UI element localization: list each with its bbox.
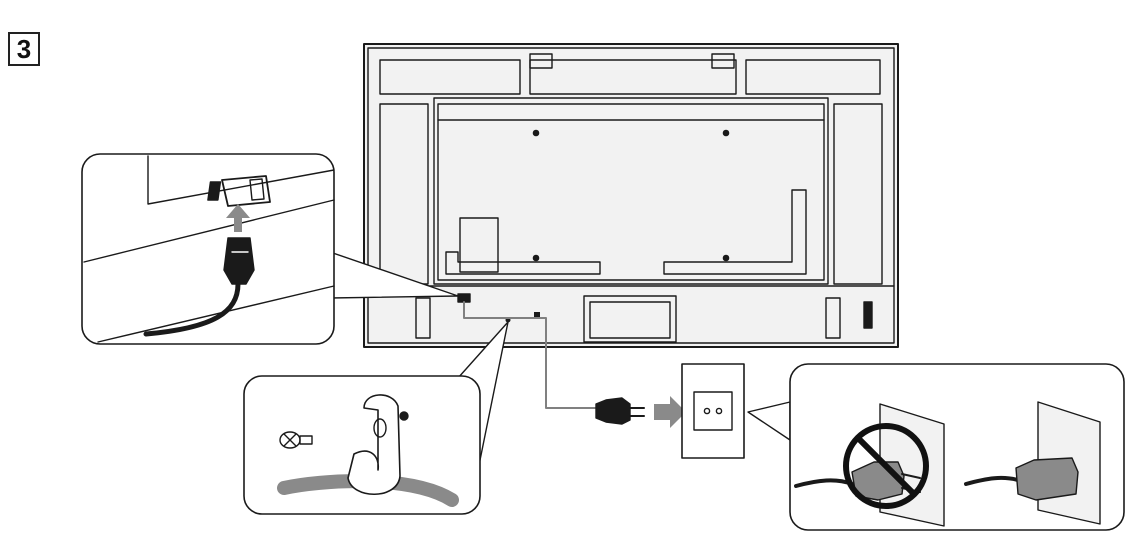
callout-plug-insertion — [747, 363, 1125, 531]
iec-plug-icon — [223, 237, 255, 285]
step-number-badge: 3 — [8, 32, 40, 66]
correct-plug — [1015, 457, 1079, 501]
plug-in-arrow — [654, 396, 686, 428]
euro-plug-icon — [595, 397, 645, 425]
callout-cable — [143, 281, 241, 337]
tv-power-inlet — [457, 293, 471, 303]
correct-cable — [964, 475, 1020, 486]
power-cord — [463, 301, 597, 409]
callout-power-inlet — [81, 153, 459, 345]
wall-outlet-icon — [681, 363, 745, 459]
callout-cable-clamp — [243, 321, 509, 515]
insert-arrow — [226, 204, 250, 232]
ac-inlet-icon — [207, 175, 271, 207]
screw-icon — [279, 431, 313, 449]
tv-rear-view — [363, 43, 899, 348]
prohibited-icon — [843, 423, 929, 509]
cable-clamp-icon — [347, 394, 409, 496]
